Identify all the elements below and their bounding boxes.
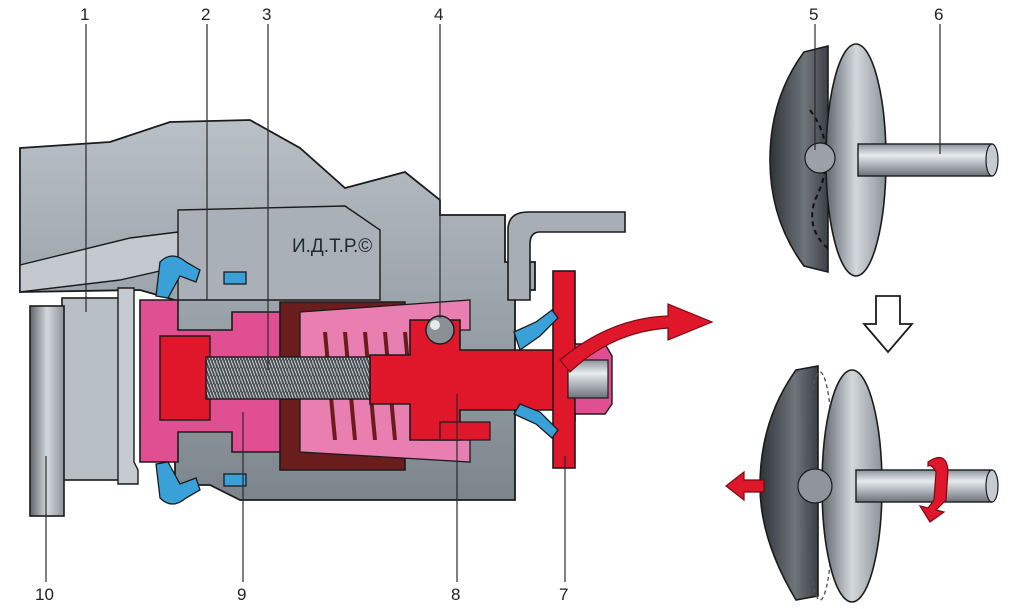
steel-ball-highlight (430, 320, 440, 330)
callout-1: 1 (80, 5, 89, 24)
lever-seal-lower (513, 403, 559, 439)
boot-upper (155, 255, 201, 299)
lever-seal-upper (513, 309, 559, 352)
ball-ramp-dashed (809, 109, 831, 251)
cam-assembly-normal (769, 43, 999, 277)
pad-backing-plate (117, 287, 139, 485)
boot-lower (155, 461, 201, 505)
brake-pad (61, 297, 121, 481)
steel-ball (425, 315, 455, 345)
callout-3: 3 (262, 5, 271, 24)
rod-tab (439, 421, 491, 441)
threaded-screw (205, 356, 377, 400)
rotation-arrow-icon (918, 456, 949, 523)
callout-7: 7 (559, 585, 568, 604)
shaft-bottom (855, 469, 993, 503)
callout-8: 8 (451, 585, 460, 604)
seals (155, 255, 559, 505)
ball-displaced (797, 468, 833, 504)
callout-9: 9 (237, 585, 246, 604)
shaft-top-end (985, 143, 999, 177)
leader-lines (45, 24, 941, 582)
ball-in-ramp (804, 142, 836, 174)
shaft-bottom-end (985, 469, 999, 503)
callout-2: 2 (201, 5, 210, 24)
watermark: И.Д.Т.Р.© (292, 236, 372, 257)
seal-lower (223, 473, 247, 487)
callout-labels: 1 2 3 4 5 6 7 8 9 10 (35, 5, 943, 604)
down-arrow-icon (862, 295, 914, 354)
cam-assembly-actuated (725, 365, 999, 603)
callout-5: 5 (809, 5, 818, 24)
callout-6: 6 (934, 5, 943, 24)
left-arrow-icon (725, 470, 765, 502)
conical-disc (769, 44, 829, 274)
callout-4: 4 (434, 5, 443, 24)
brake-disc (29, 305, 65, 517)
caliper-assembly: И.Д.Т.Р.© (19, 119, 714, 517)
piston-cap (159, 335, 211, 421)
bleed-pipe (507, 211, 626, 301)
callout-10: 10 (35, 585, 54, 604)
motion-arrow-red (559, 303, 714, 373)
shaft-top (857, 143, 993, 177)
seal-upper (223, 271, 247, 285)
